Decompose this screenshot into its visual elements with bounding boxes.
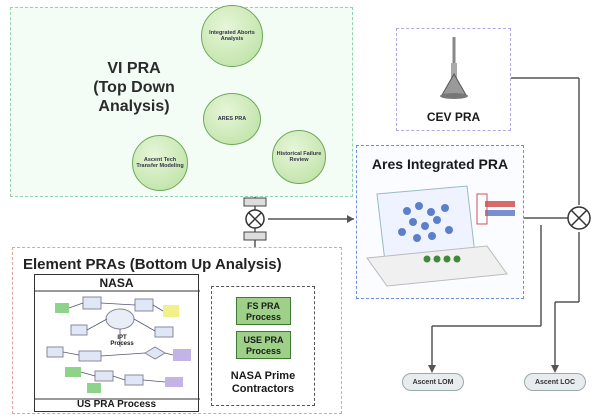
- ares-pra-label: ARES PRA: [217, 115, 247, 122]
- ares-integrated-title: Ares Integrated PRA: [371, 156, 509, 172]
- contractors-line1: NASA Prime: [230, 370, 296, 382]
- cev-pra-label: CEV PRA: [426, 110, 481, 124]
- vi-title-line2: (Top Down Analysis): [93, 79, 175, 115]
- integrated-aborts-circle: Integrated Aborts Analysis: [201, 5, 263, 67]
- ares-pra-circle: ARES PRA: [203, 93, 261, 145]
- master-logic-diagram-graphic: [366, 185, 515, 287]
- ascent-lom-label: Ascent LOM: [412, 378, 454, 386]
- fs-pra-process-box: FS PRA Process: [236, 297, 291, 325]
- nasa-process-flow-graphic: [35, 290, 200, 400]
- ascent-tech-label: Ascent Tech Transfer Modeling: [136, 156, 184, 170]
- use-pra-process-box: USE PRA Process: [236, 331, 291, 359]
- use-pra-line1: USE PRA: [243, 335, 284, 345]
- nasa-prime-contractors-label: NASA Prime Contractors: [212, 370, 314, 396]
- vi-pra-title: VI PRA (Top Down Analysis): [59, 59, 209, 116]
- element-pras-panel: Element PRAs (Bottom Up Analysis) NASA: [12, 247, 342, 414]
- ascent-loc-pill: Ascent LOC: [524, 373, 586, 391]
- nasa-prime-contractors-panel: FS PRA Process USE PRA Process NASA Prim…: [211, 286, 315, 406]
- fs-pra-line1: FS PRA: [246, 301, 280, 311]
- ipt-process-label: IPT Process: [110, 335, 134, 347]
- element-pras-title: Element PRAs (Bottom Up Analysis): [23, 256, 282, 273]
- contractors-line2: Contractors: [231, 383, 295, 395]
- rocket-capsule-icon: [440, 37, 468, 99]
- historical-failure-circle: Historical Failure Review: [272, 130, 326, 184]
- use-pra-line2: Process: [245, 346, 282, 356]
- integrated-aborts-label: Integrated Aborts Analysis: [209, 29, 255, 43]
- nasa-label: NASA: [99, 276, 134, 290]
- historical-failure-label: Historical Failure Review: [276, 150, 322, 164]
- vi-title-line1: VI PRA: [107, 60, 161, 77]
- nasa-process-panel: NASA: [34, 274, 200, 412]
- cev-pra-panel: CEV PRA: [396, 28, 511, 131]
- ascent-loc-label: Ascent LOC: [534, 378, 576, 386]
- us-pra-process-label: US PRA Process: [76, 399, 157, 410]
- ascent-lom-pill: Ascent LOM: [402, 373, 464, 391]
- ares-integrated-panel: Ares Integrated PRA: [356, 145, 524, 299]
- ascent-tech-circle: Ascent Tech Transfer Modeling: [132, 135, 188, 191]
- fs-pra-line2: Process: [245, 312, 282, 322]
